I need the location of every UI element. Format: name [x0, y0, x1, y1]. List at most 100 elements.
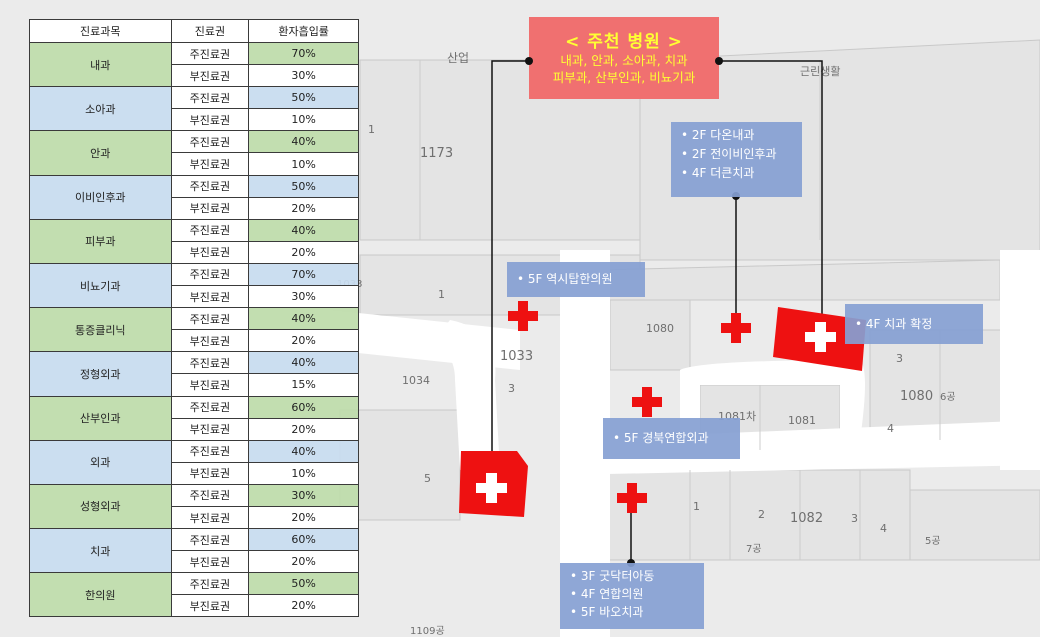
- dept-cell: 외과: [29, 439, 172, 485]
- dept-cell: 내과: [29, 41, 172, 88]
- area-cell: 주진료권: [170, 483, 250, 507]
- area-cell: 주진료권: [170, 439, 250, 463]
- recommended-depts-line2: 피부과, 산부인과, 비뇨기과: [552, 70, 696, 85]
- ratio-cell: 40%: [248, 307, 359, 331]
- map-label-1173: 1173: [420, 146, 453, 161]
- ratio-cell: 10%: [248, 152, 359, 176]
- map-label-n3a: 3: [508, 382, 515, 395]
- map-label-sanup: 산업: [447, 51, 469, 65]
- area-cell: 주진료권: [170, 351, 250, 375]
- dept-cell: 이비인후과: [29, 174, 172, 220]
- map-label-1034: 1034: [402, 374, 430, 387]
- callout-dental-confirmed: 4F 치과 확정: [845, 304, 983, 344]
- callout-item: 5F 역시탑한의원: [517, 266, 635, 293]
- area-cell: 주진료권: [170, 572, 250, 596]
- area-cell: 부진료권: [170, 329, 250, 353]
- map-label-n4b: 4: [880, 522, 887, 535]
- callout-gyeongbuk: 5F 경북연합외과: [603, 418, 740, 459]
- callout-item: 4F 더큰치과: [681, 164, 792, 183]
- hospital-cross-icon: [632, 387, 662, 417]
- area-cell: 부진료권: [170, 64, 250, 88]
- area-cell: 부진료권: [170, 505, 250, 530]
- recommended-title: < 주천 병원 >: [565, 32, 683, 52]
- callout-item: 4F 치과 확정: [855, 308, 973, 340]
- hospital-cross-icon: [721, 313, 751, 343]
- recommended-hospital-box: < 주천 병원 > 내과, 안과, 소아과, 치과 피부과, 산부인과, 비뇨기…: [529, 17, 719, 99]
- area-cell: 부진료권: [170, 594, 250, 618]
- callout-item: 5F 바오치과: [570, 603, 694, 621]
- ratio-cell: 20%: [248, 594, 359, 618]
- map-label-n5a: 5: [424, 472, 431, 485]
- dept-cell: 피부과: [29, 218, 172, 264]
- header-ratio: 환자흡입률: [248, 19, 359, 43]
- map-label-1080r: 1080: [900, 389, 933, 404]
- map-label-1082: 1082: [790, 511, 823, 526]
- ratio-cell: 40%: [248, 130, 359, 154]
- map-label-n1c: 1: [693, 500, 700, 513]
- map-label-geunsa: 근린생활: [800, 64, 840, 78]
- area-cell: 주진료권: [170, 130, 250, 154]
- map-label-1081: 1081: [788, 414, 816, 427]
- area-cell: 부진료권: [170, 417, 250, 441]
- callout-item: 2F 전이비인후과: [681, 145, 792, 164]
- ratio-cell: 10%: [248, 461, 359, 485]
- area-cell: 주진료권: [170, 41, 250, 66]
- header-area: 진료권: [170, 19, 250, 43]
- dept-cell: 정형외과: [29, 351, 172, 397]
- hospital-cross-icon: [508, 301, 538, 331]
- callout-5f-hanuiwon: 5F 역시탑한의원: [507, 262, 645, 297]
- dept-cell: 성형외과: [29, 483, 172, 530]
- area-cell: 주진료권: [170, 174, 250, 198]
- ratio-cell: 20%: [248, 329, 359, 353]
- table-header-row: 진료과목 진료권 환자흡입률: [29, 19, 359, 43]
- map-label-1033: 1033: [500, 349, 533, 364]
- ratio-cell: 20%: [248, 505, 359, 530]
- map-label-6: 6공: [940, 391, 956, 403]
- callout-top-right: 2F 다온내과2F 전이비인후과4F 더큰치과: [671, 122, 802, 197]
- map-label-n3b: 3: [896, 352, 903, 365]
- callout-item: 4F 연합의원: [570, 585, 694, 603]
- ratio-cell: 20%: [248, 550, 359, 574]
- dept-cell: 치과: [29, 528, 172, 574]
- ratio-cell: 30%: [248, 285, 359, 309]
- area-cell: 부진료권: [170, 196, 250, 220]
- hospital-cross-icon: [617, 483, 647, 513]
- callout-item: 2F 다온내과: [681, 126, 792, 145]
- area-cell: 부진료권: [170, 285, 250, 309]
- callout-item: 5F 경북연합외과: [613, 422, 730, 455]
- header-dept: 진료과목: [29, 19, 172, 43]
- area-cell: 주진료권: [170, 262, 250, 287]
- area-cell: 부진료권: [170, 373, 250, 397]
- map-label-n2: 2: [758, 508, 765, 521]
- ratio-cell: 30%: [248, 64, 359, 88]
- callout-item: 3F 굿닥터아동: [570, 567, 694, 585]
- area-cell: 부진료권: [170, 461, 250, 485]
- ratio-cell: 20%: [248, 417, 359, 441]
- area-cell: 주진료권: [170, 86, 250, 110]
- ratio-cell: 70%: [248, 262, 359, 287]
- callout-bottom: 3F 굿닥터아동4F 연합의원5F 바오치과: [560, 563, 704, 629]
- recommended-depts-line1: 내과, 안과, 소아과, 치과: [560, 53, 688, 68]
- map-label-n1a: 1: [368, 123, 375, 136]
- ratio-cell: 50%: [248, 572, 359, 596]
- map-label-n4a: 4: [887, 422, 894, 435]
- dept-cell: 안과: [29, 130, 172, 176]
